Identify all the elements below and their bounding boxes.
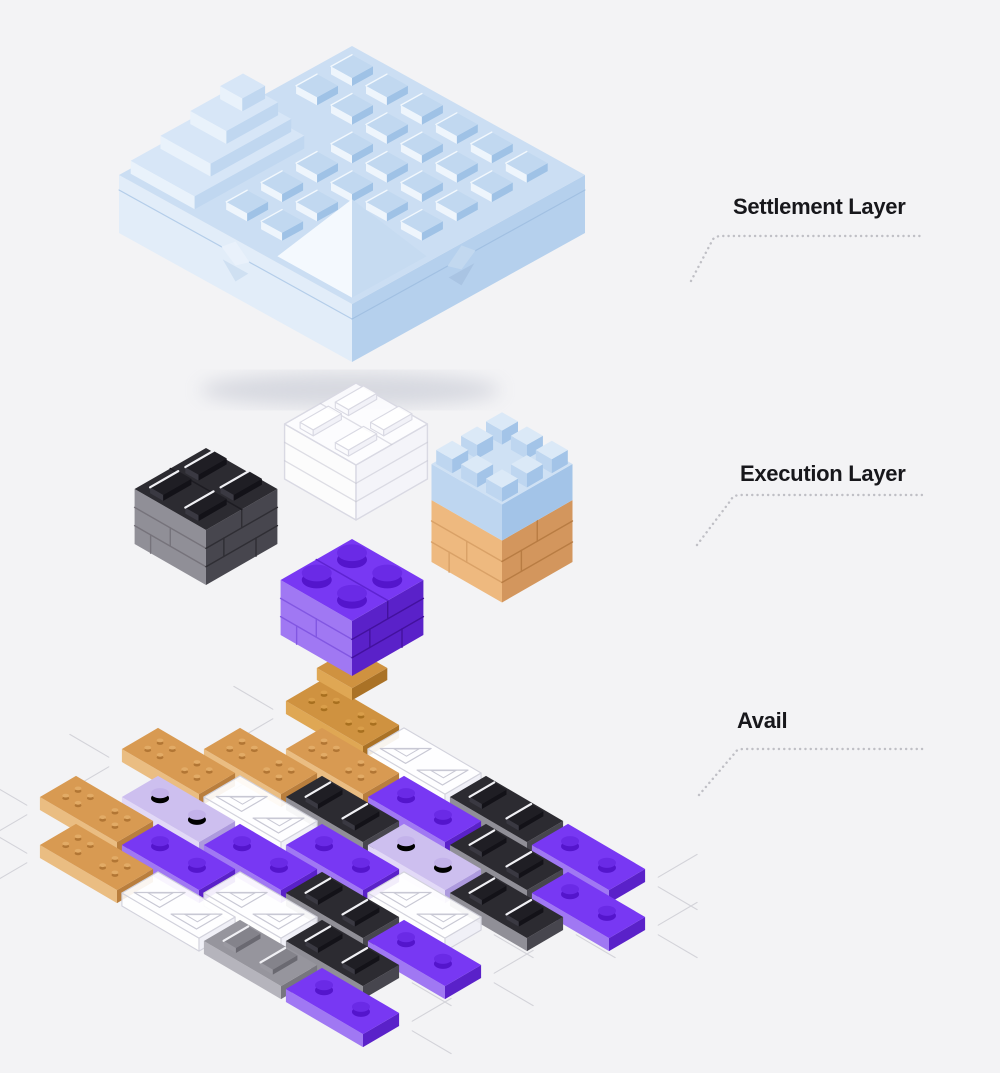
leader-line-execution <box>695 493 926 547</box>
avail-brick-purple <box>285 967 400 1048</box>
ethereum-logo-icon <box>221 241 250 282</box>
execution-cube-black <box>133 448 279 585</box>
execution-cube-clear <box>283 382 429 521</box>
execution-cube-castle <box>430 412 574 603</box>
smooth-pyramid <box>277 199 427 298</box>
avail-brick-purple <box>531 871 646 952</box>
stepped-pyramid <box>130 73 305 210</box>
leader-lines <box>689 234 926 797</box>
ethereum-logo-icon <box>447 245 476 286</box>
label-avail: Avail <box>737 708 788 733</box>
avail-brick-purple <box>367 919 482 1000</box>
leader-line-avail <box>697 747 926 797</box>
avail-grid-3d <box>0 679 698 1055</box>
avail-brick-black <box>449 871 564 952</box>
label-execution-layer: Execution Layer <box>740 461 906 486</box>
execution-cube-purple <box>279 539 425 676</box>
label-settlement-layer: Settlement Layer <box>733 194 906 219</box>
leader-line-settlement <box>689 234 926 283</box>
baseplate-studs <box>225 54 548 241</box>
settlement-layer-3d <box>118 46 586 407</box>
